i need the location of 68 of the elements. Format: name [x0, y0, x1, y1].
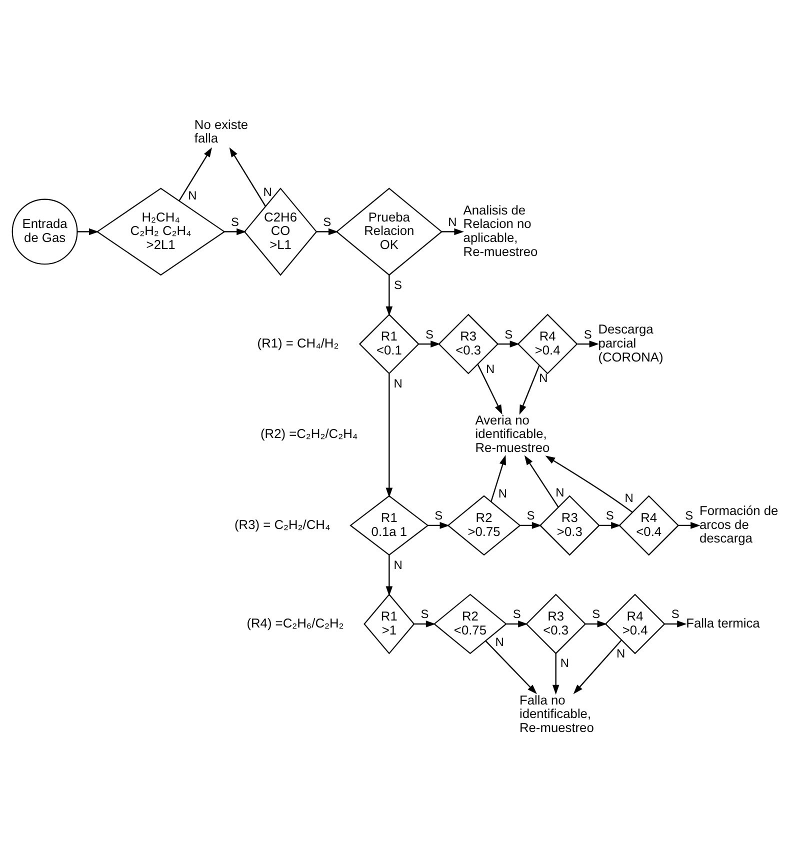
arrow	[386, 274, 393, 316]
arrow	[678, 522, 700, 528]
edge-label: N	[394, 376, 402, 390]
node-text: Averia no identificable, Re-muestreo	[475, 412, 550, 454]
arrow	[577, 340, 600, 347]
arrow	[77, 228, 99, 235]
label: (R4) =C₂H₆/C₂H₂	[246, 614, 344, 630]
label: (R1) = CH₄/H₂	[257, 334, 339, 350]
arrow	[428, 522, 450, 528]
edge-label: S	[584, 326, 592, 341]
edge-label: N	[486, 362, 495, 376]
label: (R3) = C₂H₂/CH₄	[234, 516, 330, 532]
node-diamond: R1 >1	[364, 593, 415, 654]
arrow	[386, 554, 393, 596]
edge-label: N	[495, 634, 504, 648]
arrow	[418, 340, 440, 347]
arrow	[552, 653, 560, 694]
edge-label: S	[323, 214, 332, 228]
arrow	[599, 522, 621, 528]
node-text: No existe falla	[194, 116, 248, 146]
edge-label: N	[188, 188, 197, 202]
arrow	[386, 373, 393, 498]
arrow	[477, 363, 502, 414]
edge-label: N	[394, 557, 402, 572]
edge-label: S	[671, 606, 680, 621]
arrow	[520, 522, 542, 528]
edge-label: N	[448, 214, 457, 228]
edge-label: S	[685, 508, 694, 522]
arrow	[506, 620, 528, 627]
node-circle: Entrada de Gas	[12, 198, 78, 264]
node-diamond: R3 <0.3	[526, 593, 586, 654]
node-diamond: R4 >0.4	[517, 313, 578, 374]
arrow	[664, 620, 687, 627]
edge-label: S	[592, 606, 600, 621]
label: (R2) =C₂H₂/C₂H₄	[260, 426, 358, 441]
edge-label: S	[512, 606, 521, 621]
edge-label: S	[504, 326, 513, 341]
node-text: Analisis de Relacion no aplicable, Re-muestreo	[463, 202, 538, 258]
arrow	[316, 228, 338, 235]
edge-label: S	[425, 326, 434, 341]
edge-label: S	[434, 508, 443, 522]
arrow	[224, 228, 246, 235]
arrow	[586, 620, 608, 627]
arrow	[519, 364, 540, 414]
arrow	[485, 640, 537, 694]
arrow	[490, 454, 506, 502]
arrow	[545, 455, 633, 512]
edge-label: S	[606, 508, 614, 522]
edge-label: S	[526, 508, 535, 522]
edge-label: N	[263, 184, 272, 198]
arrow	[442, 228, 464, 235]
arrow	[229, 146, 266, 206]
node-diamond: R1 <0.1	[358, 313, 420, 374]
edge-label: S	[420, 606, 429, 621]
arrow	[524, 454, 559, 508]
node-text: Descarga parcial (CORONA)	[598, 321, 664, 364]
edge-label: N	[560, 656, 570, 670]
node-text: Formación de arcos de descarga	[699, 502, 778, 546]
node-diamond: R1 0.1a 1	[350, 494, 429, 556]
node-diamond: Prueba Relacion OK	[336, 187, 443, 276]
node-text: Falla termica	[686, 614, 760, 630]
edge-label: S	[394, 277, 402, 292]
edge-label: S	[230, 214, 239, 228]
arrow	[498, 340, 520, 347]
arrow	[573, 639, 622, 694]
node-text: Falla no identificable, Re-muestreo	[519, 692, 594, 734]
arrow	[414, 620, 436, 627]
arrow	[178, 146, 212, 200]
